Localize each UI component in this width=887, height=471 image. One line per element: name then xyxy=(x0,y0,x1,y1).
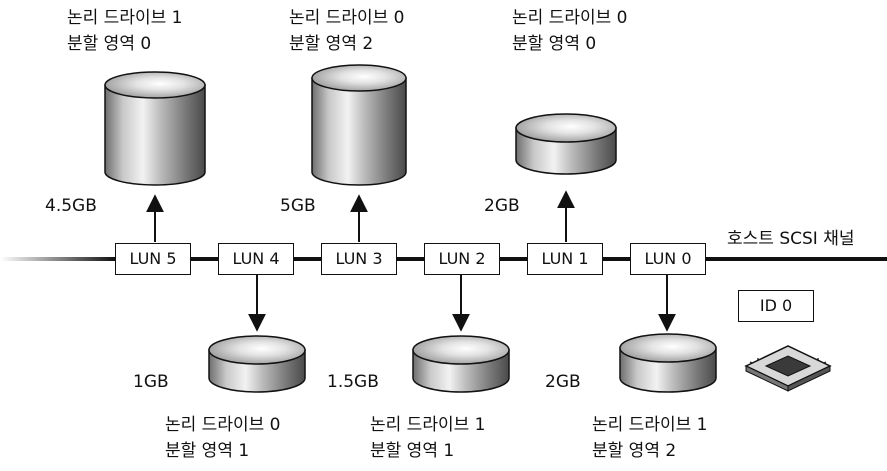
lun-box-4: LUN 4 xyxy=(218,243,294,275)
lun4-target-label: 논리 드라이브 0 분할 영역 1 xyxy=(165,412,280,464)
lun-box-5: LUN 5 xyxy=(115,243,191,275)
lun3-size-label: 5GB xyxy=(280,196,316,216)
scsi-bus-line xyxy=(115,257,887,261)
lun0-size-label: 2GB xyxy=(545,372,581,392)
lun2-size-label: 1.5GB xyxy=(327,372,379,392)
lun1-partition-text: 분할 영역 0 xyxy=(512,34,597,54)
lun5-size-label: 4.5GB xyxy=(45,196,97,216)
lun5-drive-text: 논리 드라이브 1 xyxy=(67,8,183,28)
lun-box-0: LUN 0 xyxy=(630,243,706,275)
disk-lun5-icon xyxy=(104,71,206,186)
disk-lun2-icon xyxy=(412,335,510,393)
lun0-target-label: 논리 드라이브 1 분할 영역 2 xyxy=(592,412,707,464)
lun4-partition-text: 분할 영역 1 xyxy=(165,441,250,461)
lun1-size-label: 2GB xyxy=(484,196,520,216)
lun5-target-label: 논리 드라이브 1 분할 영역 0 xyxy=(67,5,182,57)
lun3-drive-text: 논리 드라이브 0 xyxy=(289,8,405,28)
host-scsi-channel-label: 호스트 SCSI 채널 xyxy=(727,229,855,249)
lun1-drive-text: 논리 드라이브 0 xyxy=(512,8,628,28)
controller-id-box: ID 0 xyxy=(738,290,814,322)
lun4-drive-text: 논리 드라이브 0 xyxy=(165,415,281,435)
disk-lun0-icon xyxy=(619,333,717,393)
disk-lun1-icon xyxy=(515,113,617,175)
lun3-target-label: 논리 드라이브 0 분할 영역 2 xyxy=(289,5,404,57)
lun0-partition-text: 분할 영역 2 xyxy=(592,441,677,461)
lun4-size-label: 1GB xyxy=(133,372,169,392)
lun0-drive-text: 논리 드라이브 1 xyxy=(592,415,708,435)
lun3-partition-text: 분할 영역 2 xyxy=(289,34,374,54)
lun2-target-label: 논리 드라이브 1 분할 영역 1 xyxy=(370,412,485,464)
bus-fade-segment xyxy=(0,257,115,261)
lun1-target-label: 논리 드라이브 0 분할 영역 0 xyxy=(512,5,627,57)
controller-chip-icon xyxy=(744,345,832,392)
lun5-partition-text: 분할 영역 0 xyxy=(67,34,152,54)
disk-lun3-icon xyxy=(311,64,407,186)
lun2-drive-text: 논리 드라이브 1 xyxy=(370,415,486,435)
lun-box-1: LUN 1 xyxy=(527,243,603,275)
lun2-partition-text: 분할 영역 1 xyxy=(370,441,455,461)
lun-box-3: LUN 3 xyxy=(321,243,397,275)
lun-box-2: LUN 2 xyxy=(424,243,500,275)
disk-lun4-icon xyxy=(208,335,306,393)
